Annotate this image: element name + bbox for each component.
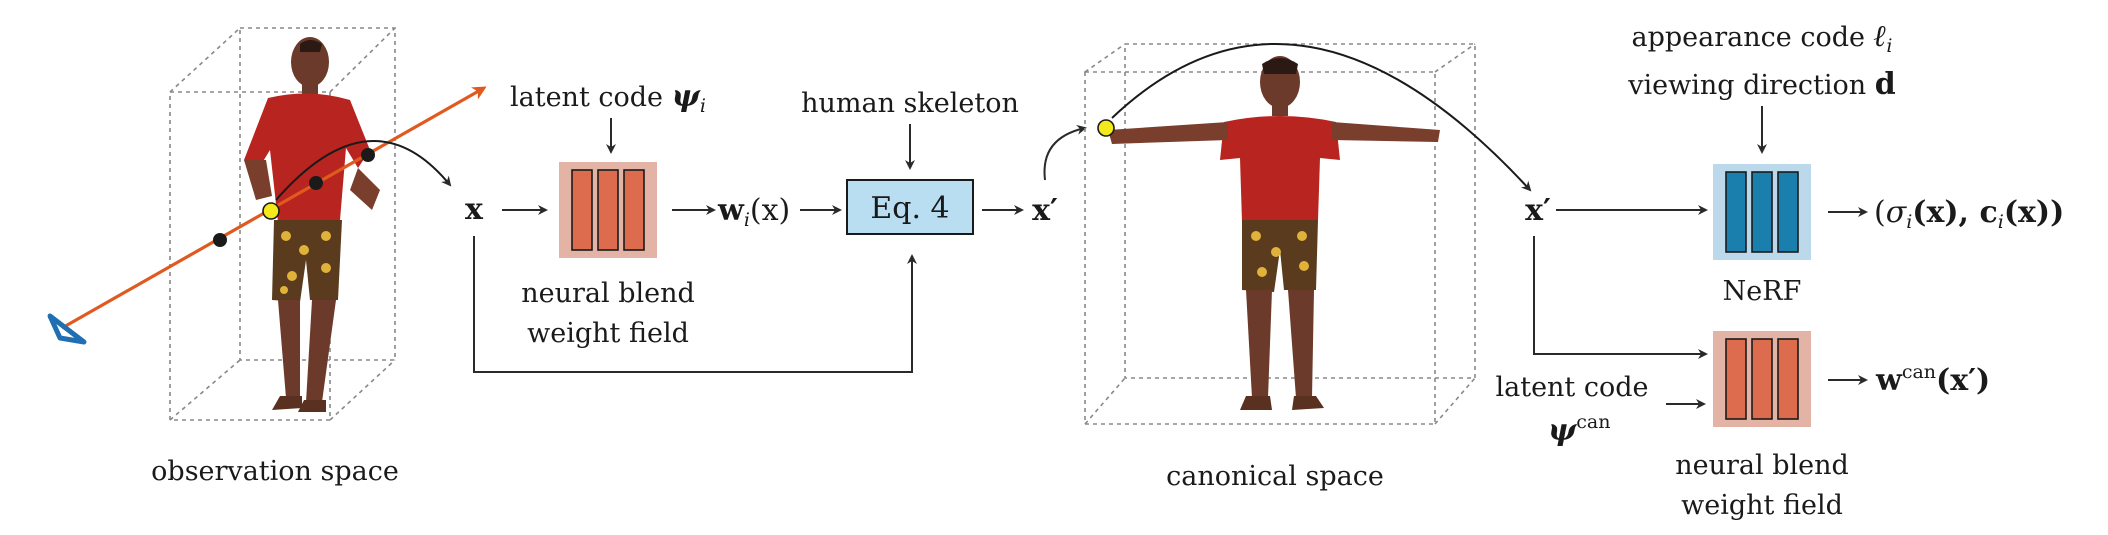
blend-caption-line2: weight field <box>527 318 689 349</box>
eq4-box <box>846 179 974 235</box>
x-skip-connection <box>473 236 917 373</box>
nerf-mlp-block <box>1713 164 1811 260</box>
canonical-space: canonical space <box>1084 42 1532 492</box>
nerf-section: x′ appearance code ℓi viewing direction … <box>1525 19 2064 359</box>
eq4-label: Eq. 4 <box>870 191 949 226</box>
blend-weight-field-1: x latent code ψi neural blend weight fie… <box>465 79 917 373</box>
xprime-to-blend2-arrow <box>1533 236 1708 359</box>
canonical-latent-code-label: latent code <box>1495 372 1648 403</box>
viewing-direction-label: viewing direction d <box>1627 67 1896 102</box>
ray-sample-point <box>213 233 227 247</box>
nerf-input-xprime: x′ <box>1525 193 1551 228</box>
appearance-code-label: appearance code ℓi <box>1632 19 1893 57</box>
x-input-label: x <box>465 192 484 227</box>
canonical-bounding-box <box>1084 43 1476 425</box>
ray-sample-point <box>309 176 323 190</box>
canonical-blend-output: wcan(x′) <box>1875 361 1990 398</box>
xprime-to-canonical-arrow <box>1043 124 1087 181</box>
nerf-caption: NeRF <box>1723 276 1802 307</box>
observation-bounding-box <box>169 27 396 421</box>
canonical-human-figure <box>1108 56 1440 410</box>
blend-weight-output: wi(x) <box>717 193 790 231</box>
ray-sample-point <box>361 148 375 162</box>
canonical-blend-caption-line1: neural blend <box>1675 450 1849 481</box>
human-skeleton-label: human skeleton <box>801 88 1019 119</box>
x-prime-label: x′ <box>1032 193 1058 228</box>
camera-icon <box>47 313 87 345</box>
canonical-blend-mlp-block <box>1713 331 1811 427</box>
canonical-sample-point <box>1097 119 1115 137</box>
blend-weight-field-2: latent code ψcan neural blend weight fie… <box>1495 331 1990 521</box>
sample-to-x-arrow <box>275 140 452 201</box>
observation-human-figure <box>244 37 380 412</box>
canonical-to-nerf-arrow <box>1111 42 1532 192</box>
canonical-latent-symbol: ψcan <box>1548 411 1610 448</box>
observation-caption: observation space <box>151 456 399 487</box>
blend-mlp-block <box>559 162 657 258</box>
nerf-output: (σi(x), ci(x)) <box>1874 195 2064 233</box>
blend-caption-line1: neural blend <box>521 278 695 309</box>
ray-sample-point-highlighted <box>262 202 280 220</box>
observation-space: observation space <box>47 27 487 487</box>
eq4-block: human skeleton Eq. 4 x′ <box>801 88 1087 235</box>
canonical-blend-caption-line2: weight field <box>1681 490 1843 521</box>
canonical-caption: canonical space <box>1166 461 1384 492</box>
latent-code-label: latent code ψi <box>510 79 706 117</box>
